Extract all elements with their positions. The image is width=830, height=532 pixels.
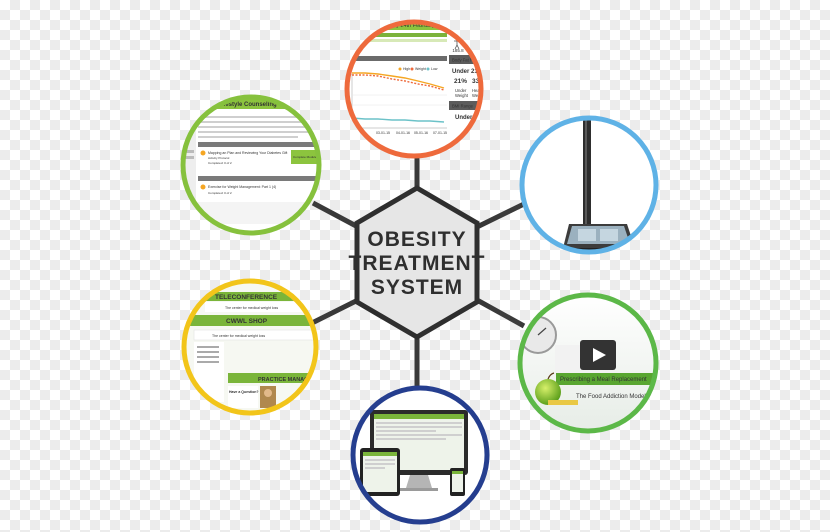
tracker-tab-bmi: BMI Range [452, 104, 474, 109]
svg-text:Weight: Weight [415, 67, 426, 71]
svg-text:Under: Under [455, 88, 467, 93]
svg-text:Low: Low [431, 67, 438, 71]
svg-text:Complete Module: Complete Module [293, 155, 317, 159]
counseling-ring [180, 94, 322, 236]
tracker-series-weight [352, 74, 445, 91]
connectors [310, 157, 528, 392]
svg-text:Healthy: Healthy [472, 88, 487, 93]
hub-title-line-2: TREATMENT [349, 252, 486, 275]
counseling-item-2: Exercise for Weight Management: Part 1 (… [208, 185, 276, 189]
tracker-pct-1: 21% [454, 78, 467, 85]
counseling-title: Lifestyle Counseling [218, 102, 277, 108]
node-lifestyle-counseling[interactable]: Lifestyle Counseling Mapping an Plan and… [180, 94, 327, 240]
scale-ring [519, 115, 659, 255]
shop-banner-practice: PRACTICE MANAGEMENT [258, 377, 328, 383]
svg-text:The center for medical weight: The center for medical weight loss [225, 306, 278, 310]
svg-text:Under: Under [455, 115, 473, 121]
connector-video [475, 297, 526, 329]
svg-text:Weight: Weight [472, 93, 486, 98]
tracker-legend: High Weight Low [398, 67, 438, 71]
phone-icon [450, 468, 465, 496]
tablet-icon [360, 448, 400, 496]
tracker-series-low [351, 117, 445, 123]
counseling-button[interactable] [291, 150, 317, 164]
shop-banner-teleconference: TELECONFERENCE [215, 294, 278, 301]
node-education-video[interactable]: Prescribing a Meal Replacement The Food … [517, 292, 661, 435]
svg-text:21: 21 [471, 69, 478, 75]
counseling-item-1: Mapping an Plan and Reviewing Your Diabe… [208, 151, 287, 155]
node-devices[interactable] [350, 385, 490, 525]
play-icon[interactable] [593, 348, 606, 362]
tracker-series-high [352, 72, 445, 89]
shop-promo: Have a Question? [229, 390, 259, 394]
node-body-scale[interactable] [519, 104, 660, 255]
hub: OBESITY TREATMENT SYSTEM [349, 185, 486, 340]
svg-text:Under: Under [452, 69, 470, 75]
svg-text:Completed: 0 of 2: Completed: 0 of 2 [208, 161, 232, 165]
connector-shop [310, 297, 360, 326]
hub-title-line-1: OBESITY [367, 228, 466, 251]
shop-ring [181, 278, 319, 416]
apple-icon [535, 379, 561, 405]
connector-counseling [311, 200, 360, 230]
shop-banner-cwwl: CWWL SHOP [226, 318, 268, 325]
svg-text:Completed: 0 of 2: Completed: 0 of 2 [208, 191, 232, 195]
svg-text:Activity Protocol: Activity Protocol [208, 156, 230, 160]
hub-title-line-3: SYSTEM [371, 276, 463, 299]
tracker-tick-4: 07-01-15 [433, 131, 447, 135]
tracker-date: Monday 24th February 2014 [379, 23, 448, 29]
video-caption-1: Prescribing a Meal Replacement [560, 377, 647, 383]
node-ecommerce[interactable]: TELECONFERENCE The center for medical we… [180, 278, 328, 420]
tracker-ring [344, 19, 484, 159]
tracker-tick-3: 05-01-16 [414, 131, 428, 135]
video-ring [517, 292, 659, 434]
tracker-pct-2: 33% [472, 78, 485, 85]
connector-scale [475, 200, 528, 230]
tracker-tick-1: 03-01-15 [376, 131, 390, 135]
video-caption-2: The Food Addiction Model [576, 394, 646, 400]
svg-text:Weight: Weight [455, 93, 469, 98]
svg-text:High: High [403, 67, 410, 71]
svg-text:The center for medical weight: The center for medical weight loss [212, 334, 265, 338]
tracker-tick-2: 04-01-16 [396, 131, 410, 135]
scale-icon [563, 120, 635, 250]
devices-ring [350, 385, 490, 525]
hub-hexagon [354, 185, 480, 340]
tracker-tab-bodyfat: Body Fat Range [452, 58, 483, 63]
tracker-weight-value: 185.8 [452, 48, 464, 53]
node-weight-tracker[interactable]: Monday 24th February 2014 185.8 High Wei… [340, 15, 490, 165]
